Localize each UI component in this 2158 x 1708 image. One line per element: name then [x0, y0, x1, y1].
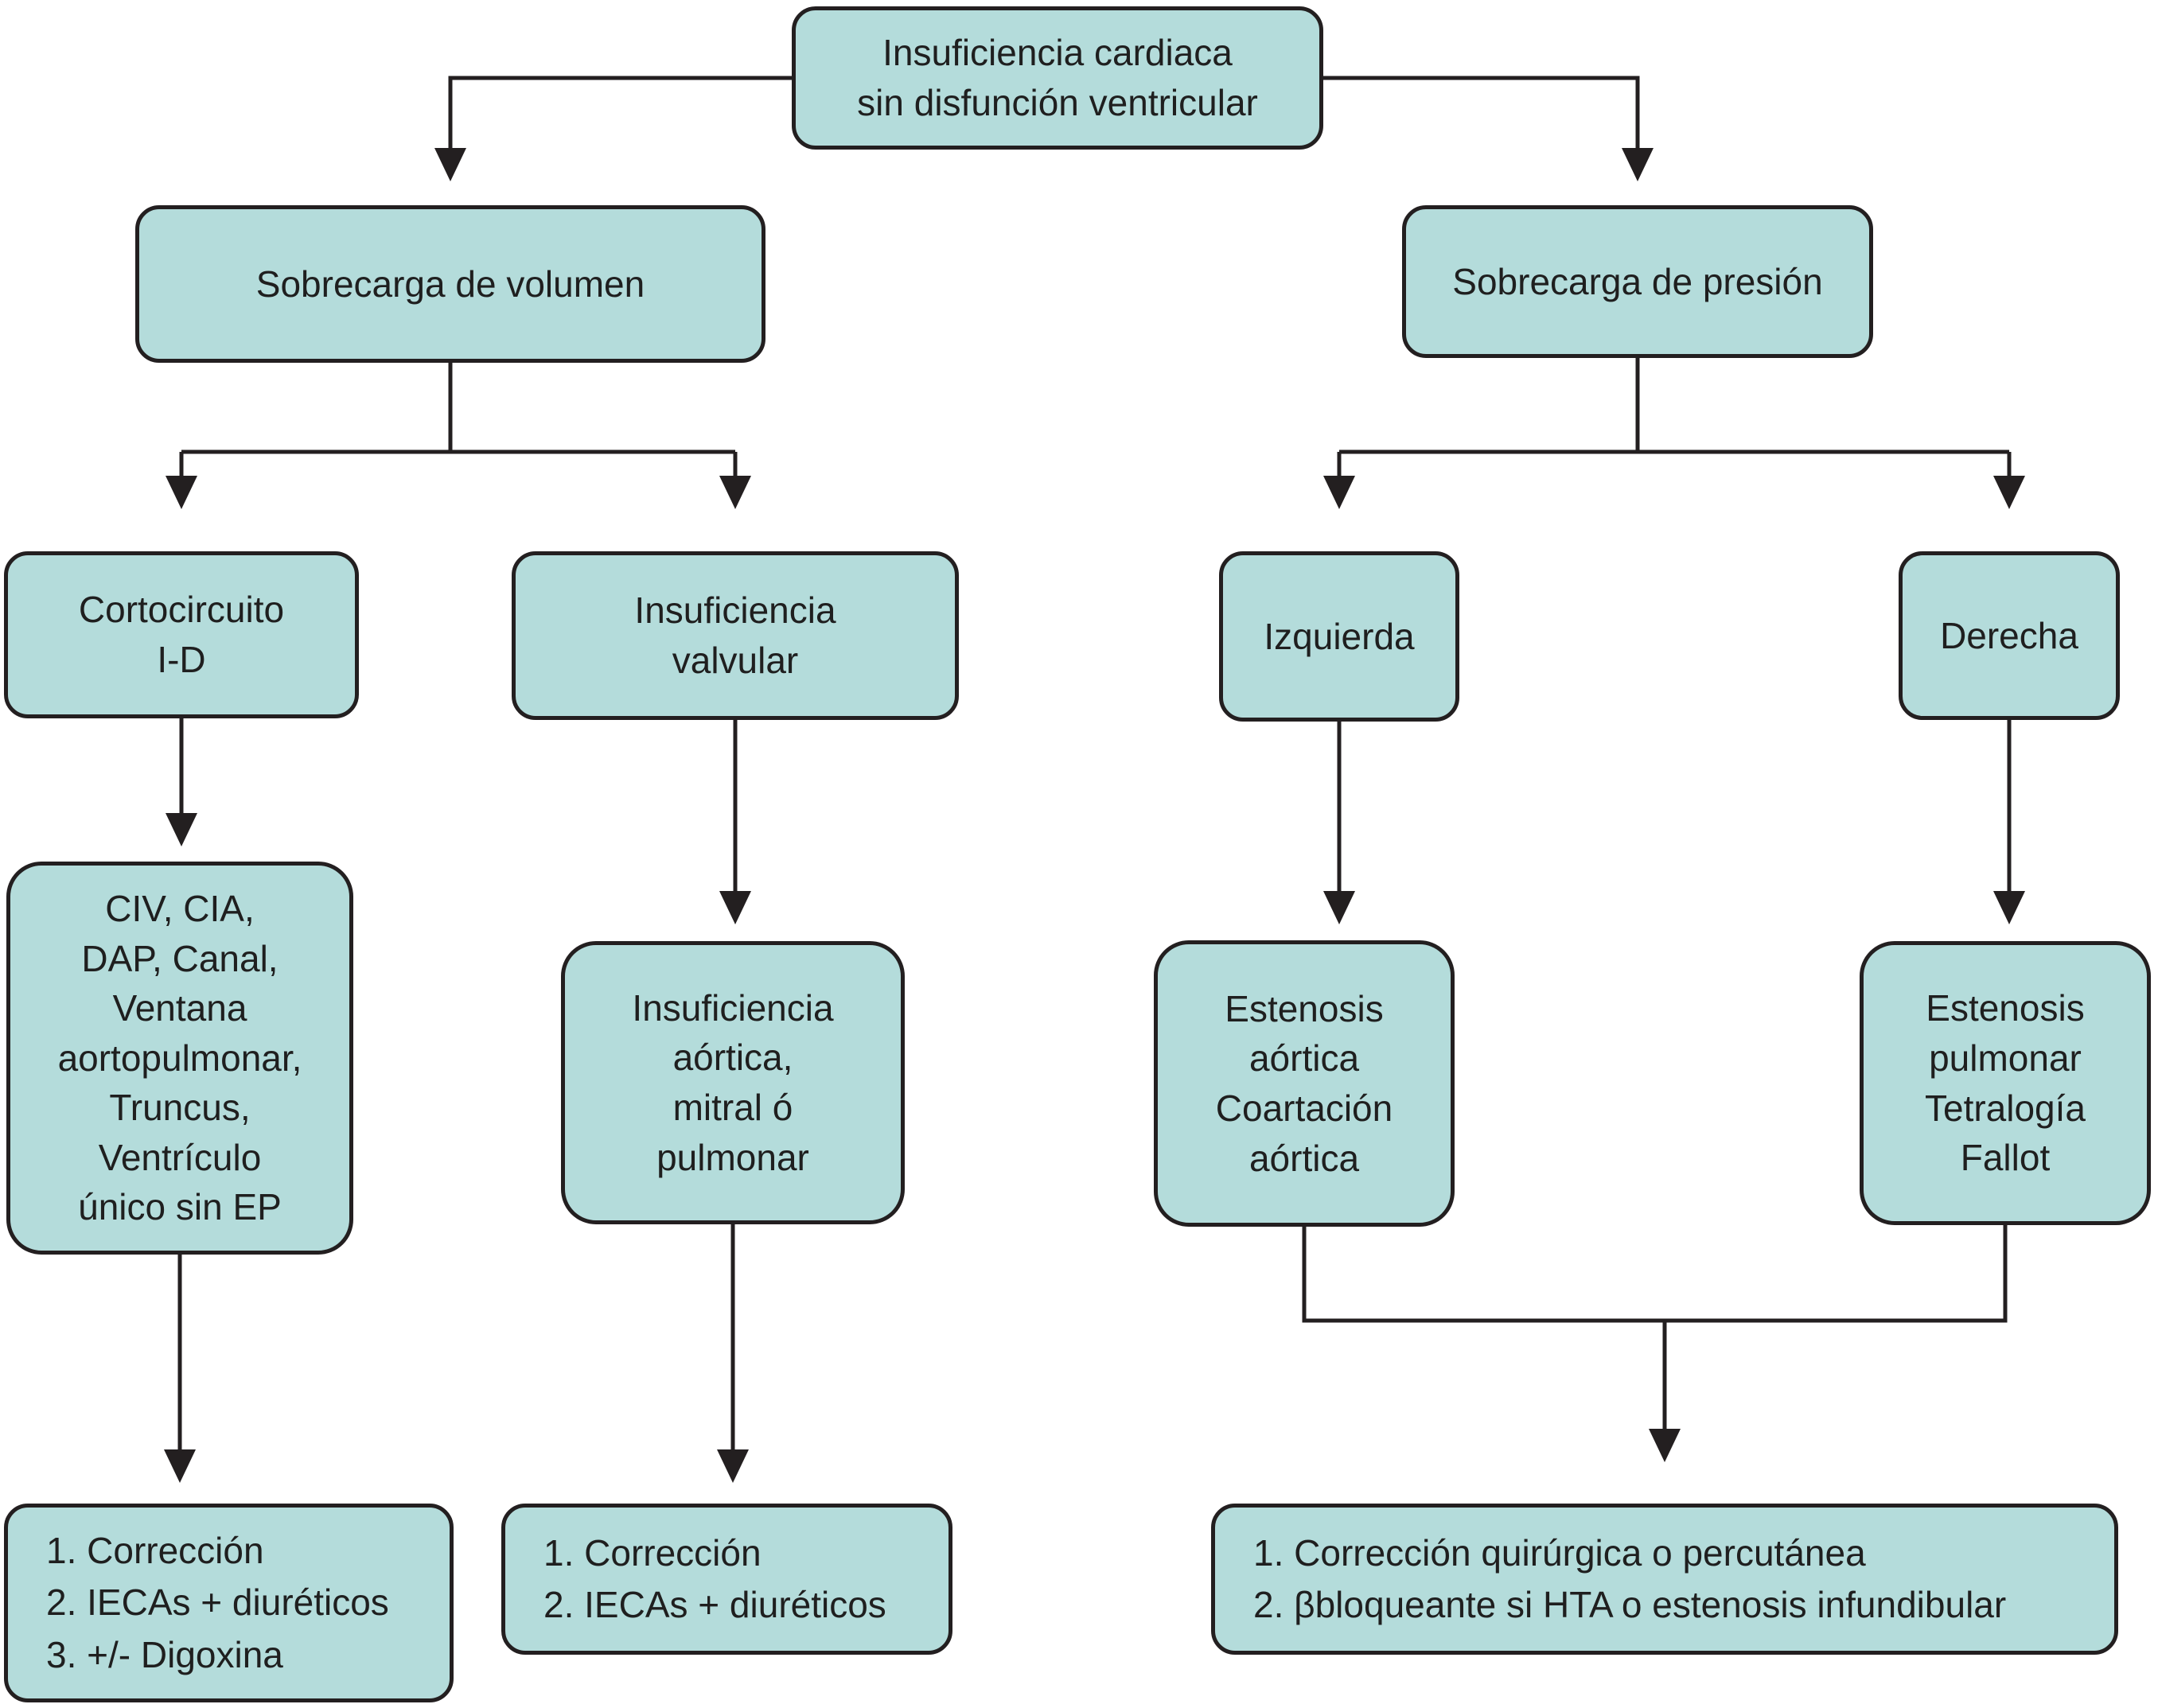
connector-root-to-pressure	[1323, 76, 1640, 148]
arrowhead-left-causes	[1323, 891, 1355, 924]
node-shunt-causes-label: CIV, CIA, DAP, Canal, Ventana aortopulmo…	[57, 888, 302, 1228]
node-treatment-shunt-label: 1. Corrección 2. IECAs + diuréticos 3. +…	[46, 1530, 389, 1675]
node-valvular-insufficiency: Insuficiencia valvular	[512, 551, 959, 720]
connector-pressure-merge	[1302, 1225, 2008, 1323]
arrowhead-right	[1993, 476, 2025, 509]
node-right: Derecha	[1899, 551, 2120, 720]
node-right-causes: Estenosis pulmonar Tetralogía Fallot	[1860, 941, 2151, 1225]
node-treatment-valvular-label: 1. Corrección 2. IECAs + diuréticos	[543, 1531, 886, 1625]
node-root-label: Insuficiencia cardiaca sin disfunción ve…	[857, 32, 1258, 123]
arrowhead-right-causes	[1993, 891, 2025, 924]
node-valvular-causes-label: Insuficiencia aórtica, mitral ó pulmonar	[632, 986, 834, 1178]
arrowhead-tx-pressure	[1649, 1429, 1681, 1462]
node-shunt: Cortocircuito I-D	[4, 551, 359, 718]
arrowhead-volume	[434, 148, 466, 181]
node-shunt-causes: CIV, CIA, DAP, Canal, Ventana aortopulmo…	[6, 862, 353, 1255]
arrowhead-valvular-causes	[719, 891, 751, 924]
node-root: Insuficiencia cardiaca sin disfunción ve…	[792, 6, 1323, 150]
arrowhead-shunt	[166, 476, 197, 509]
node-left-causes: Estenosis aórtica Coartación aórtica	[1154, 940, 1455, 1227]
node-left: Izquierda	[1219, 551, 1459, 722]
node-valvular-insufficiency-label: Insuficiencia valvular	[634, 589, 836, 681]
arrowhead-left	[1323, 476, 1355, 509]
node-left-label: Izquierda	[1264, 615, 1415, 657]
arrowhead-valvular	[719, 476, 751, 509]
node-valvular-causes: Insuficiencia aórtica, mitral ó pulmonar	[561, 941, 905, 1224]
node-treatment-pressure-label: 1. Corrección quirúrgica o percutánea 2.…	[1253, 1531, 2007, 1625]
arrowhead-tx-valvular	[717, 1449, 749, 1483]
node-right-label: Derecha	[1940, 614, 2078, 656]
arrowhead-tx-shunt	[164, 1449, 196, 1483]
arrowhead-pressure	[1622, 148, 1654, 181]
arrowhead-shunt-causes	[166, 813, 197, 846]
node-volume-overload: Sobrecarga de volumen	[135, 205, 765, 363]
node-treatment-pressure: 1. Corrección quirúrgica o percutánea 2.…	[1211, 1504, 2118, 1655]
node-volume-overload-label: Sobrecarga de volumen	[255, 263, 645, 305]
node-right-causes-label: Estenosis pulmonar Tetralogía Fallot	[1924, 987, 2086, 1179]
node-treatment-valvular: 1. Corrección 2. IECAs + diuréticos	[501, 1504, 952, 1655]
node-treatment-shunt: 1. Corrección 2. IECAs + diuréticos 3. +…	[4, 1504, 454, 1702]
node-shunt-label: Cortocircuito I-D	[78, 589, 285, 680]
node-left-causes-label: Estenosis aórtica Coartación aórtica	[1215, 987, 1393, 1179]
connector-root-to-volume	[448, 76, 792, 148]
node-pressure-overload-label: Sobrecarga de presión	[1452, 260, 1823, 302]
node-pressure-overload: Sobrecarga de presión	[1402, 205, 1873, 358]
